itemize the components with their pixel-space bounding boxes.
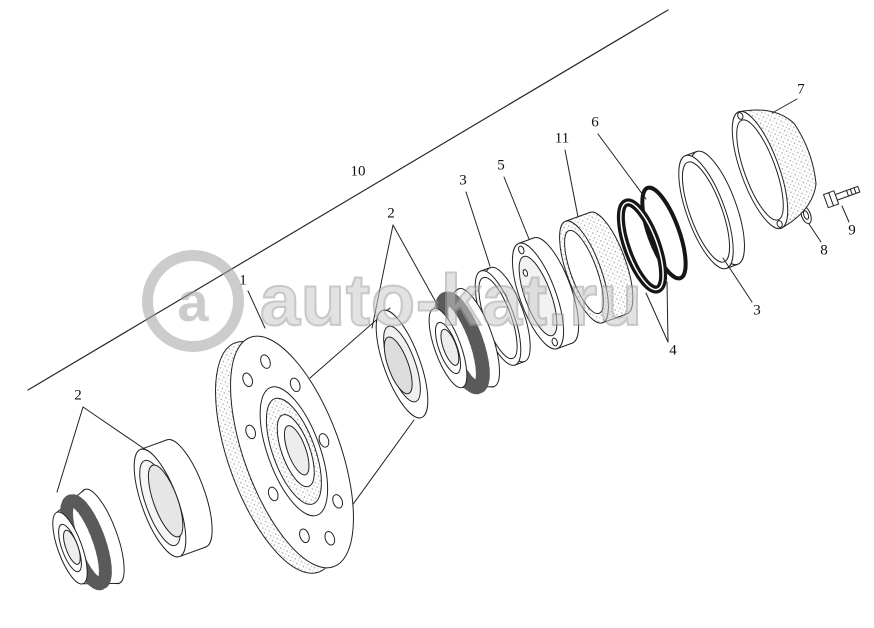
thrust-ring: [474, 266, 531, 366]
callout-4: 4: [669, 342, 677, 359]
callout-5: 5: [497, 157, 505, 174]
seal-housing: [511, 237, 580, 350]
outer-bearing-cone: [52, 488, 125, 591]
callout-7: 7: [797, 81, 805, 98]
retaining-ring-right: [678, 150, 745, 270]
callout-10: 10: [350, 163, 366, 180]
callout-2-outer: 2: [74, 387, 82, 404]
callout-6: 6: [591, 114, 599, 131]
callout-2-inner: 2: [387, 205, 395, 222]
callout-9: 9: [848, 222, 856, 239]
callout-11: 11: [554, 130, 570, 147]
callout-3-right: 3: [753, 302, 761, 319]
callout-3-left: 3: [459, 172, 467, 189]
spacer-ring: [559, 211, 634, 324]
callout-8: 8: [820, 242, 828, 259]
callout-1: 1: [239, 272, 247, 289]
cap-bolt: [823, 185, 861, 209]
hub-cap: [731, 109, 817, 230]
outer-bearing-cup: [133, 439, 213, 558]
hub-body: [215, 307, 429, 574]
axis-reference-line: [27, 9, 669, 391]
seal-rings: [616, 185, 688, 294]
leader-lines: [56, 98, 850, 493]
inner-bearing: [428, 288, 500, 395]
